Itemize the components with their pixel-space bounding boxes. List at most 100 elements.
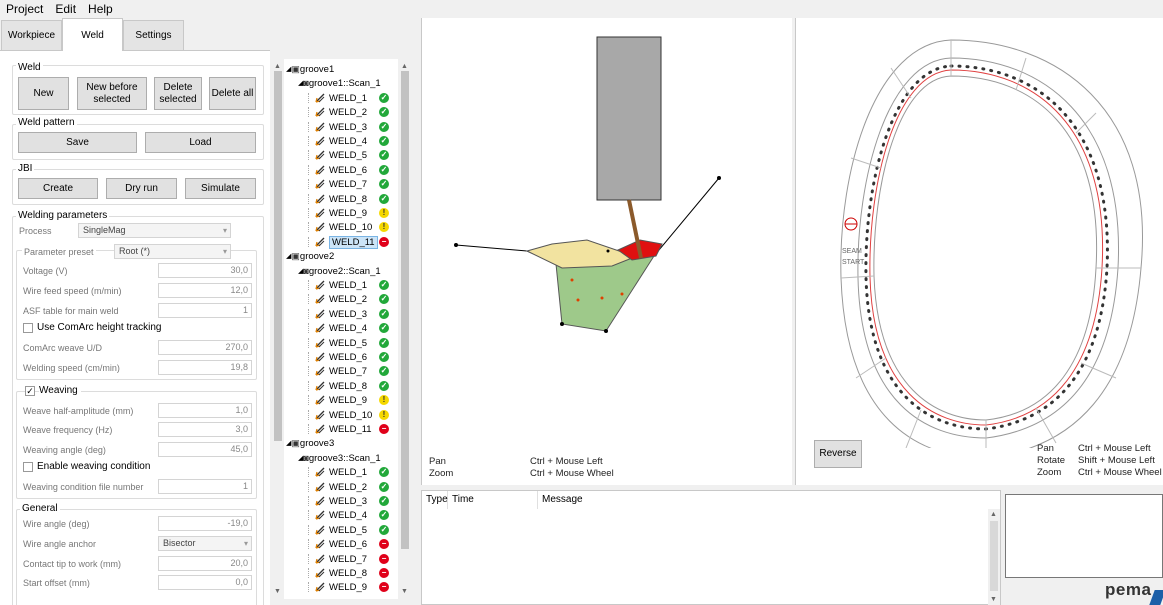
- settings-scrollbar[interactable]: ▲ ▼: [272, 59, 284, 599]
- settings-scroll-thumb[interactable]: [274, 71, 282, 441]
- expand-icon[interactable]: ◢: [298, 80, 304, 87]
- weaving-angle-field[interactable]: 45,0: [158, 442, 252, 457]
- scroll-down-icon[interactable]: ▼: [990, 596, 997, 603]
- weld-label: WELD_1: [329, 466, 368, 478]
- weaving-condition-checkbox[interactable]: [23, 462, 33, 472]
- tree-weld-item[interactable]: WELD_2✓: [308, 105, 389, 119]
- weld-torch-icon: [315, 482, 325, 492]
- expand-icon[interactable]: ◢: [286, 66, 292, 73]
- wire-angle-anchor-select[interactable]: Bisector▾: [158, 536, 252, 551]
- tree-group-groove2[interactable]: ◢ ▣ groove2: [286, 249, 334, 263]
- tree-weld-item[interactable]: WELD_9!: [308, 393, 389, 407]
- log-scroll-thumb[interactable]: [990, 521, 998, 591]
- path-3d-view[interactable]: SEAM START Reverse Pan Ctrl + Mouse Left…: [795, 18, 1163, 485]
- tree-weld-item[interactable]: WELD_2✓: [308, 292, 389, 306]
- menu-project[interactable]: Project: [6, 2, 44, 16]
- tree-weld-item[interactable]: WELD_1✓: [308, 278, 389, 292]
- expand-icon[interactable]: ◢: [298, 268, 304, 275]
- weave-frequency-field[interactable]: 3,0: [158, 422, 252, 437]
- tree-weld-item[interactable]: WELD_3✓: [308, 307, 389, 321]
- log-col-message[interactable]: Message: [542, 494, 583, 505]
- contact-tip-field[interactable]: 20,0: [158, 556, 252, 571]
- parameter-preset-select[interactable]: Root (*)▾: [114, 244, 231, 259]
- tree-weld-item[interactable]: WELD_9!: [308, 206, 389, 220]
- cross-section-view[interactable]: Pan Ctrl + Mouse Left Zoom Ctrl + Mouse …: [421, 18, 792, 485]
- expand-icon[interactable]: ◢: [286, 253, 292, 260]
- scroll-up-icon[interactable]: ▲: [274, 63, 281, 70]
- tree-weld-item[interactable]: WELD_7✓: [308, 364, 389, 378]
- scroll-down-icon[interactable]: ▼: [401, 588, 408, 595]
- tab-settings[interactable]: Settings: [123, 20, 184, 50]
- log-scrollbar[interactable]: ▲ ▼: [988, 509, 1000, 605]
- tree-weld-item[interactable]: WELD_1✓: [308, 91, 389, 105]
- tree-group-groove1[interactable]: ◢ ▣ groove1: [286, 62, 334, 76]
- menu-help[interactable]: Help: [88, 2, 113, 16]
- reverse-button[interactable]: Reverse: [814, 440, 862, 468]
- scroll-down-icon[interactable]: ▼: [274, 588, 281, 595]
- tree-weld-item[interactable]: WELD_1✓: [308, 465, 389, 479]
- tree-weld-item[interactable]: WELD_5✓: [308, 148, 389, 162]
- dry-run-button[interactable]: Dry run: [106, 178, 177, 199]
- asf-table-field[interactable]: 1: [158, 303, 252, 318]
- tree-weld-item[interactable]: WELD_6✓: [308, 163, 389, 177]
- tree-weld-item[interactable]: WELD_3✓: [308, 494, 389, 508]
- weaving-checkbox[interactable]: ✓: [25, 386, 35, 396]
- delete-all-button[interactable]: Delete all: [209, 77, 256, 110]
- scroll-up-icon[interactable]: ▲: [990, 511, 997, 518]
- tree-weld-item[interactable]: WELD_8✓: [308, 192, 389, 206]
- new-before-selected-button[interactable]: New before selected: [77, 77, 147, 110]
- new-weld-button[interactable]: New: [18, 77, 69, 110]
- tree-weld-item[interactable]: WELD_5✓: [308, 336, 389, 350]
- wire-feed-field[interactable]: 12,0: [158, 283, 252, 298]
- tree-weld-item[interactable]: WELD_4✓: [308, 321, 389, 335]
- comarc-tracking-checkbox[interactable]: [23, 323, 33, 333]
- message-log[interactable]: Type Time Message ▲ ▼: [421, 490, 1001, 605]
- weave-half-amplitude-field[interactable]: 1,0: [158, 403, 252, 418]
- process-select[interactable]: SingleMag▾: [78, 223, 231, 238]
- tree-scan-groove1::Scan_1[interactable]: ◢ ◙ groove1::Scan_1: [298, 76, 381, 90]
- tree-weld-item[interactable]: WELD_8−: [308, 566, 389, 580]
- tree-weld-item[interactable]: WELD_4✓: [308, 134, 389, 148]
- tree-weld-item[interactable]: WELD_7✓: [308, 177, 389, 191]
- cross-section-canvas[interactable]: [422, 18, 793, 458]
- tree-weld-item[interactable]: WELD_6✓: [308, 350, 389, 364]
- create-jbi-button[interactable]: Create: [18, 178, 98, 199]
- log-col-time[interactable]: Time: [448, 491, 538, 509]
- tree-weld-item-selected[interactable]: WELD_11−: [308, 235, 389, 249]
- wire-angle-field[interactable]: -19,0: [158, 516, 252, 531]
- tree-weld-item[interactable]: WELD_10!: [308, 408, 389, 422]
- start-offset-field[interactable]: 0,0: [158, 575, 252, 590]
- expand-icon[interactable]: ◢: [298, 455, 304, 462]
- simulate-button[interactable]: Simulate: [185, 178, 256, 199]
- tree-weld-item[interactable]: WELD_7−: [308, 552, 389, 566]
- log-col-type[interactable]: Type: [422, 491, 448, 509]
- zoom-hint-key: Ctrl + Mouse Wheel: [530, 468, 614, 479]
- delete-selected-button[interactable]: Delete selected: [154, 77, 202, 110]
- menu-edit[interactable]: Edit: [55, 2, 77, 16]
- tree-weld-item[interactable]: WELD_4✓: [308, 508, 389, 522]
- tree-weld-item[interactable]: WELD_10!: [308, 220, 389, 234]
- tree-weld-item[interactable]: WELD_2✓: [308, 480, 389, 494]
- tree-scan-groove3::Scan_1[interactable]: ◢ ◙ groove3::Scan_1: [298, 451, 381, 465]
- tree-weld-item[interactable]: WELD_8✓: [308, 379, 389, 393]
- expand-icon[interactable]: ◢: [286, 440, 292, 447]
- path-3d-canvas[interactable]: SEAM START: [796, 18, 1163, 459]
- tree-weld-item[interactable]: WELD_5✓: [308, 523, 389, 537]
- tree-scan-groove2::Scan_1[interactable]: ◢ ◙ groove2::Scan_1: [298, 264, 381, 278]
- tree-weld-item[interactable]: WELD_11−: [308, 422, 389, 436]
- tree-weld-item[interactable]: WELD_9−: [308, 580, 389, 594]
- weaving-condition-file-field[interactable]: 1: [158, 479, 252, 494]
- tree-weld-item[interactable]: WELD_3✓: [308, 120, 389, 134]
- voltage-field[interactable]: 30,0: [158, 263, 252, 278]
- tree-scrollbar[interactable]: ▲ ▼: [399, 59, 411, 599]
- tab-weld[interactable]: Weld: [62, 18, 123, 51]
- tab-workpiece[interactable]: Workpiece: [1, 20, 62, 50]
- tree-group-groove3[interactable]: ◢ ▣ groove3: [286, 436, 334, 450]
- scroll-up-icon[interactable]: ▲: [401, 63, 408, 70]
- tree-scroll-thumb[interactable]: [401, 71, 409, 549]
- tree-weld-item[interactable]: WELD_6−: [308, 537, 389, 551]
- save-pattern-button[interactable]: Save: [18, 132, 137, 153]
- comarc-weave-field[interactable]: 270,0: [158, 340, 252, 355]
- welding-speed-field[interactable]: 19,8: [158, 360, 252, 375]
- load-pattern-button[interactable]: Load: [145, 132, 256, 153]
